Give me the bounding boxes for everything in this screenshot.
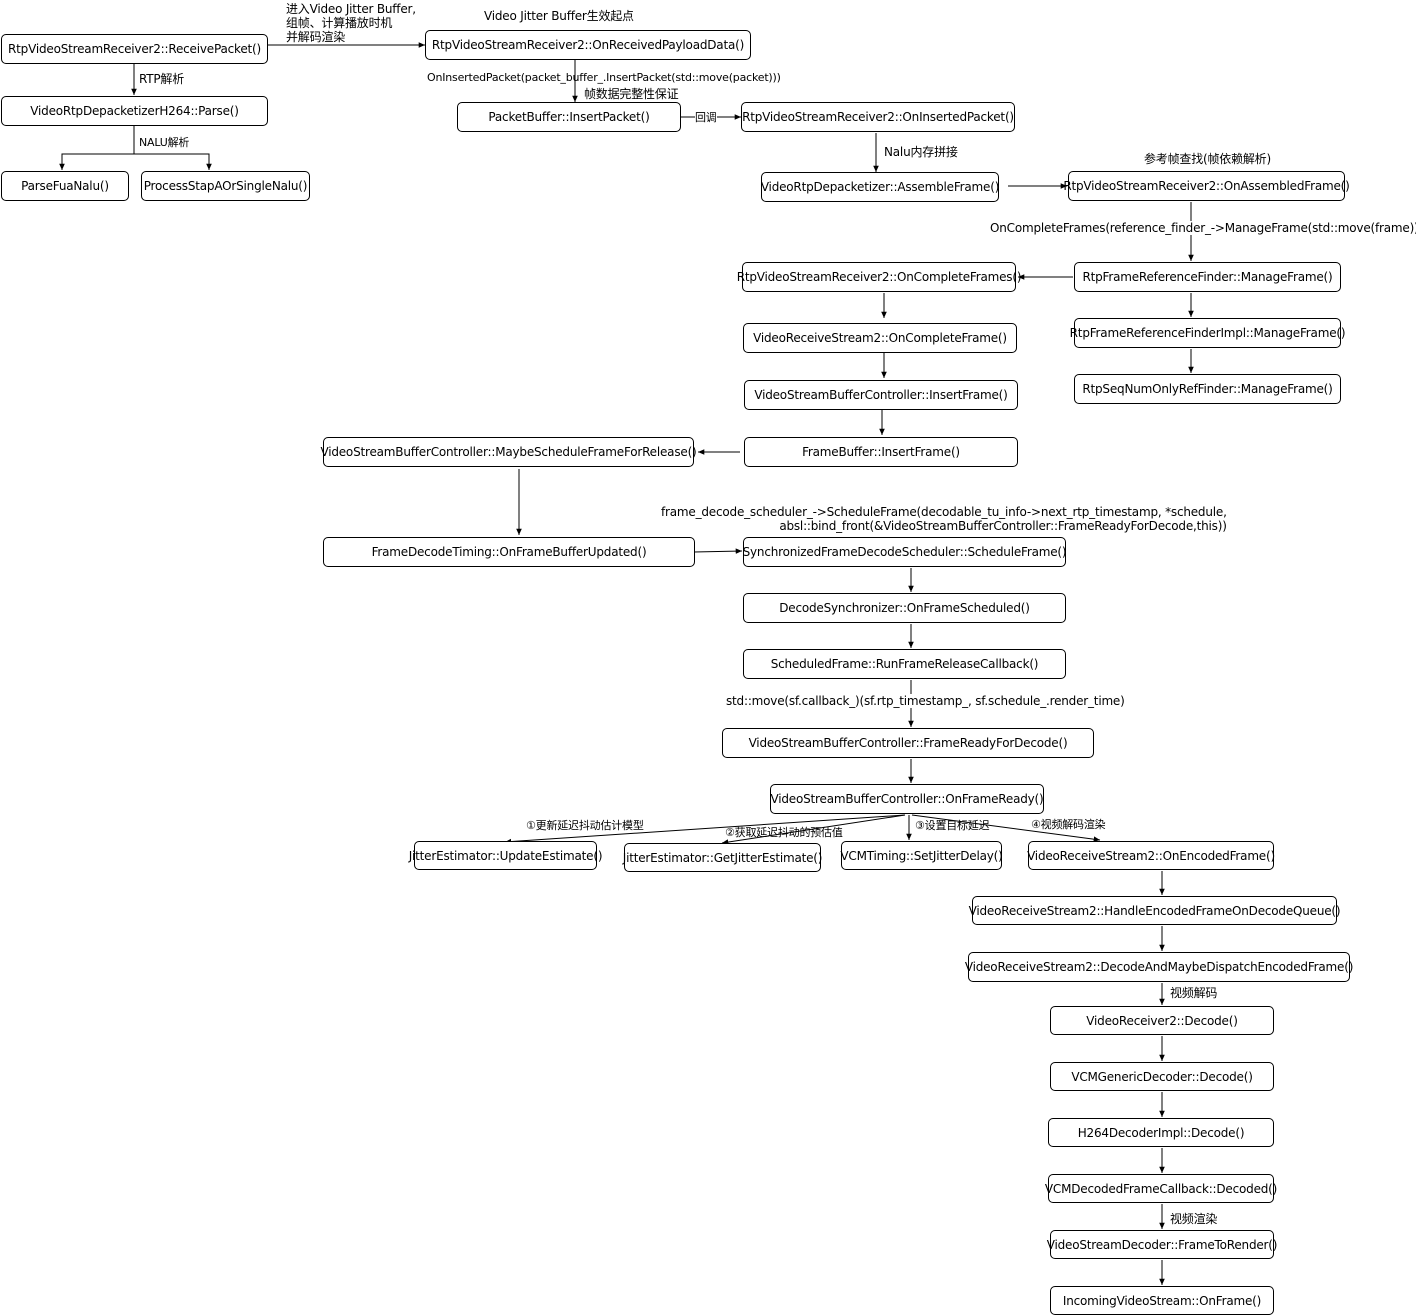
node-buffer-controller-insert: VideoStreamBufferController::InsertFrame… bbox=[744, 380, 1018, 410]
node-decode-and-dispatch: VideoReceiveStream2::DecodeAndMaybeDispa… bbox=[965, 952, 1353, 982]
node-sync-scheduler: SynchronizedFrameDecodeScheduler::Schedu… bbox=[743, 537, 1067, 567]
node-decode-timing: FrameDecodeTiming::OnFrameBufferUpdated(… bbox=[323, 537, 695, 567]
node-on-assembled-frame: RtpVideoStreamReceiver2::OnAssembledFram… bbox=[1063, 171, 1350, 201]
label-enter-jitter-line: 并解码渲染 bbox=[286, 30, 346, 44]
node-run-release-cb: ScheduledFrame::RunFrameReleaseCallback(… bbox=[743, 649, 1066, 679]
node-receive-stream-complete: VideoReceiveStream2::OnCompleteFrame() bbox=[743, 323, 1017, 353]
node-receiver2-decode: VideoReceiver2::Decode() bbox=[1050, 1006, 1274, 1035]
node-parse-fua: ParseFuaNalu() bbox=[1, 171, 129, 201]
label-jitter-start: Video Jitter Buffer生效起点 bbox=[484, 9, 634, 23]
node-ref-finder-manage: RtpFrameReferenceFinder::ManageFrame() bbox=[1074, 262, 1341, 292]
label-schedule-call-line: frame_decode_scheduler_->ScheduleFrame(d… bbox=[661, 505, 1227, 519]
label-on-inserted-call: OnInsertedPacket(packet_buffer_.InsertPa… bbox=[427, 71, 781, 84]
label-callback: 回调 bbox=[695, 111, 717, 125]
label-nalu-memory: Nalu内存拼接 bbox=[884, 145, 958, 159]
node-vcm-set-delay: VCMTiming::SetJitterDelay() bbox=[840, 841, 1003, 870]
label-std-move-call: std::move(sf.callback_)(sf.rtp_timestamp… bbox=[726, 694, 1125, 708]
label-schedule-call: frame_decode_scheduler_->ScheduleFrame(d… bbox=[661, 505, 1227, 533]
label-enter-jitter-line: 组帧、计算播放时机 bbox=[286, 16, 393, 30]
node-handle-encoded: VideoReceiveStream2::HandleEncodedFrameO… bbox=[969, 896, 1341, 925]
label-video-render: 视频渲染 bbox=[1170, 1212, 1218, 1226]
edge-on-ready-to-encoded bbox=[911, 814, 1101, 842]
edge-parse-to-fua bbox=[59, 126, 135, 170]
label-enter-jitter-line: 进入Video Jitter Buffer, bbox=[286, 2, 416, 16]
node-generic-decoder: VCMGenericDecoder::Decode() bbox=[1050, 1062, 1274, 1091]
node-assemble-frame: VideoRtpDepacketizer::AssembleFrame() bbox=[761, 172, 999, 202]
node-decoded-callback: VCMDecodedFrameCallback::Decoded() bbox=[1045, 1174, 1277, 1203]
node-ref-finder-impl-manage: RtpFrameReferenceFinderImpl::ManageFrame… bbox=[1070, 318, 1346, 348]
node-on-received-payload: RtpVideoStreamReceiver2::OnReceivedPaylo… bbox=[425, 30, 751, 60]
label-set-target: ③设置目标延迟 bbox=[915, 819, 990, 832]
node-on-encoded-frame: VideoReceiveStream2::OnEncodedFrame() bbox=[1027, 841, 1275, 870]
label-on-complete-call: OnCompleteFrames(reference_finder_->Mana… bbox=[990, 221, 1416, 235]
node-h264-decode: H264DecoderImpl::Decode() bbox=[1048, 1118, 1274, 1147]
label-nalu-parse: NALU解析 bbox=[139, 136, 190, 149]
label-enter-jitter: 进入Video Jitter Buffer, 组帧、计算播放时机 并解码渲染 bbox=[286, 2, 416, 44]
node-frame-buffer-insert: FrameBuffer::InsertFrame() bbox=[744, 437, 1018, 467]
node-frame-ready-for-decode: VideoStreamBufferController::FrameReadyF… bbox=[722, 728, 1094, 758]
node-on-complete-frames: RtpVideoStreamReceiver2::OnCompleteFrame… bbox=[737, 262, 1022, 292]
node-on-inserted-packet: RtpVideoStreamReceiver2::OnInsertedPacke… bbox=[741, 102, 1015, 132]
node-jitter-get: JitterEstimator::GetJitterEstimate() bbox=[623, 843, 822, 872]
node-receive-packet: RtpVideoStreamReceiver2::ReceivePacket() bbox=[1, 34, 268, 64]
label-ref-lookup: 参考帧查找(帧依赖解析) bbox=[1144, 152, 1271, 166]
label-schedule-call-line: absl::bind_front(&VideoStreamBufferContr… bbox=[779, 519, 1227, 533]
node-decode-sync: DecodeSynchronizer::OnFrameScheduled() bbox=[743, 593, 1066, 623]
label-get-estimate: ②获取延迟抖动的预估值 bbox=[725, 826, 843, 839]
node-on-frame-ready: VideoStreamBufferController::OnFrameRead… bbox=[770, 784, 1044, 814]
node-packet-buffer-insert: PacketBuffer::InsertPacket() bbox=[457, 102, 681, 132]
node-incoming-on-frame: IncomingVideoStream::OnFrame() bbox=[1050, 1286, 1274, 1315]
node-jitter-update: JitterEstimator::UpdateEstimate() bbox=[409, 841, 603, 870]
label-update-model: ①更新延迟抖动估计模型 bbox=[526, 819, 644, 832]
node-maybe-schedule: VideoStreamBufferController::MaybeSchedu… bbox=[320, 437, 697, 467]
node-depacketizer-parse: VideoRtpDepacketizerH264::Parse() bbox=[1, 96, 268, 126]
label-frame-integrity: 帧数据完整性保证 bbox=[584, 87, 679, 101]
node-process-stap: ProcessStapAOrSingleNalu() bbox=[141, 171, 310, 201]
edge-on-ready-to-update bbox=[504, 814, 906, 845]
label-video-decode-render: ④视频解码渲染 bbox=[1031, 818, 1106, 831]
node-seqnum-finder-manage: RtpSeqNumOnlyRefFinder::ManageFrame() bbox=[1074, 374, 1341, 404]
edge-timing-to-scheduler bbox=[693, 548, 743, 554]
node-frame-to-render: VideoStreamDecoder::FrameToRender() bbox=[1047, 1230, 1277, 1259]
edge-parse-to-stap bbox=[134, 153, 212, 170]
edge-on-ready-to-get bbox=[721, 814, 906, 845]
label-rtp-parse: RTP解析 bbox=[139, 72, 185, 86]
label-video-decode: 视频解码 bbox=[1170, 986, 1218, 1000]
